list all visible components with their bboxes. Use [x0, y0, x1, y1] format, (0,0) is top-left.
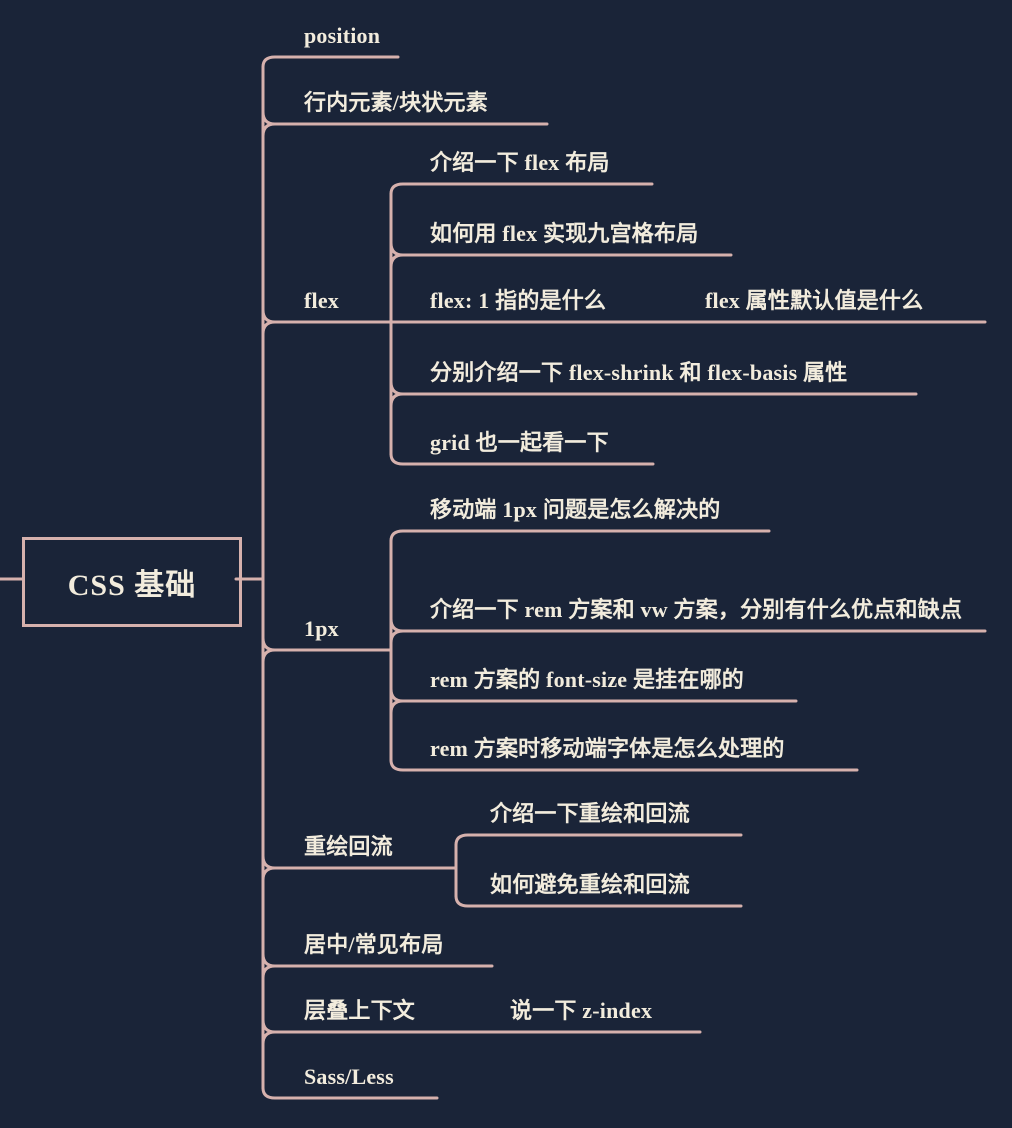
node-rem-mobile-font-handling[interactable]: rem 方案时移动端字体是怎么处理的: [430, 736, 785, 762]
onepx-children-connectors: [389, 529, 987, 772]
node-flex-default-values[interactable]: flex 属性默认值是什么: [705, 288, 924, 314]
connector-path: [389, 182, 654, 196]
node-1px[interactable]: 1px: [304, 616, 339, 642]
repaint-children-connectors: [454, 833, 743, 908]
connector-path: [454, 833, 743, 847]
connector-path: [389, 758, 859, 772]
flex-children-connectors: [389, 182, 918, 466]
connector-path: [389, 452, 655, 466]
connector-path: [389, 392, 405, 408]
connector-path: [261, 648, 277, 664]
node-rem-vw-pros-cons[interactable]: 介绍一下 rem 方案和 vw 方案，分别有什么优点和缺点: [430, 597, 963, 623]
node-z-index[interactable]: 说一下 z-index: [510, 998, 653, 1024]
connector-path: [454, 894, 743, 908]
node-stacking-context[interactable]: 层叠上下文: [304, 998, 416, 1024]
node-rem-font-size-root[interactable]: rem 方案的 font-size 是挂在哪的: [430, 667, 744, 693]
connector-path: [261, 1086, 439, 1100]
connector-path: [261, 866, 277, 882]
connector-path: [389, 253, 405, 269]
connector-path: [389, 529, 771, 543]
connector-path: [261, 55, 400, 69]
connector-path: [389, 699, 405, 715]
connector-path: [389, 629, 405, 645]
node-position[interactable]: position: [304, 23, 381, 49]
level1-spine: [261, 55, 987, 1100]
node-repaint-reflow-intro[interactable]: 介绍一下重绘和回流: [490, 801, 690, 827]
node-flex-shrink-basis[interactable]: 分别介绍一下 flex-shrink 和 flex-basis 属性: [430, 360, 848, 386]
connector-path: [261, 122, 277, 138]
node-grid-also[interactable]: grid 也一起看一下: [430, 430, 609, 456]
node-flex-1-meaning[interactable]: flex: 1 指的是什么: [430, 288, 607, 314]
connector-path: [261, 1030, 277, 1046]
node-flex-intro[interactable]: 介绍一下 flex 布局: [430, 150, 610, 176]
node-flex-grid-of-nine[interactable]: 如何用 flex 实现九宫格布局: [430, 221, 699, 247]
node-inline-block-elements[interactable]: 行内元素/块状元素: [304, 90, 488, 116]
root-node-css-basics[interactable]: CSS 基础: [22, 537, 242, 627]
node-sass-less[interactable]: Sass/Less: [304, 1064, 394, 1090]
root-node-label: CSS 基础: [67, 569, 197, 602]
node-centering-layouts[interactable]: 居中/常见布局: [304, 932, 444, 958]
node-avoid-repaint-reflow[interactable]: 如何避免重绘和回流: [490, 872, 690, 898]
node-flex[interactable]: flex: [304, 288, 340, 314]
connector-path: [261, 964, 277, 980]
node-mobile-1px-problem[interactable]: 移动端 1px 问题是怎么解决的: [430, 497, 721, 523]
node-repaint-reflow[interactable]: 重绘回流: [304, 834, 393, 860]
connector-path: [261, 320, 277, 336]
